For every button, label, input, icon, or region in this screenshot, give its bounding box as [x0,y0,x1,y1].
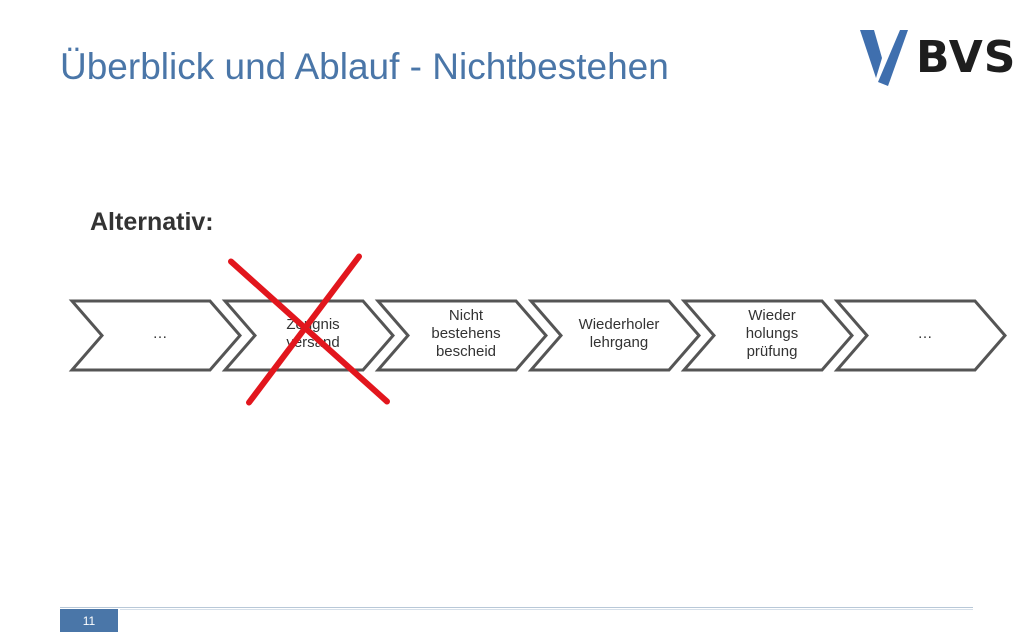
flow-step-1-chevron [68,299,242,372]
flow-step-5-chevron [680,299,854,372]
footer-line [60,607,973,608]
flow-step-5-label: Wieder holungs prüfung [745,306,799,360]
bvs-logo-text: BVS [916,32,1017,83]
flow-step-4-chevron [527,299,701,372]
flow-step-3-chevron [374,299,548,372]
flow-step-4-label: Wiederholer lehrgang [578,315,660,351]
bvs-logo-mark-icon [860,30,908,86]
flow-step-2-label: Zeugnis versand [286,315,340,351]
subtitle-alternativ: Alternativ: [90,208,214,236]
flow-step-6-chevron [833,299,1007,372]
bvs-logo: BVS [858,26,1016,88]
footer-line-secondary [120,609,973,610]
page-number: 11 [60,609,118,632]
flow-step-1-label: … [152,324,168,342]
slide-title: Überblick und Ablauf - Nichtbestehen [60,46,669,87]
flow-step-6-label: … [917,324,933,342]
flow-step-3-label: Nicht bestehens bescheid [431,306,501,360]
